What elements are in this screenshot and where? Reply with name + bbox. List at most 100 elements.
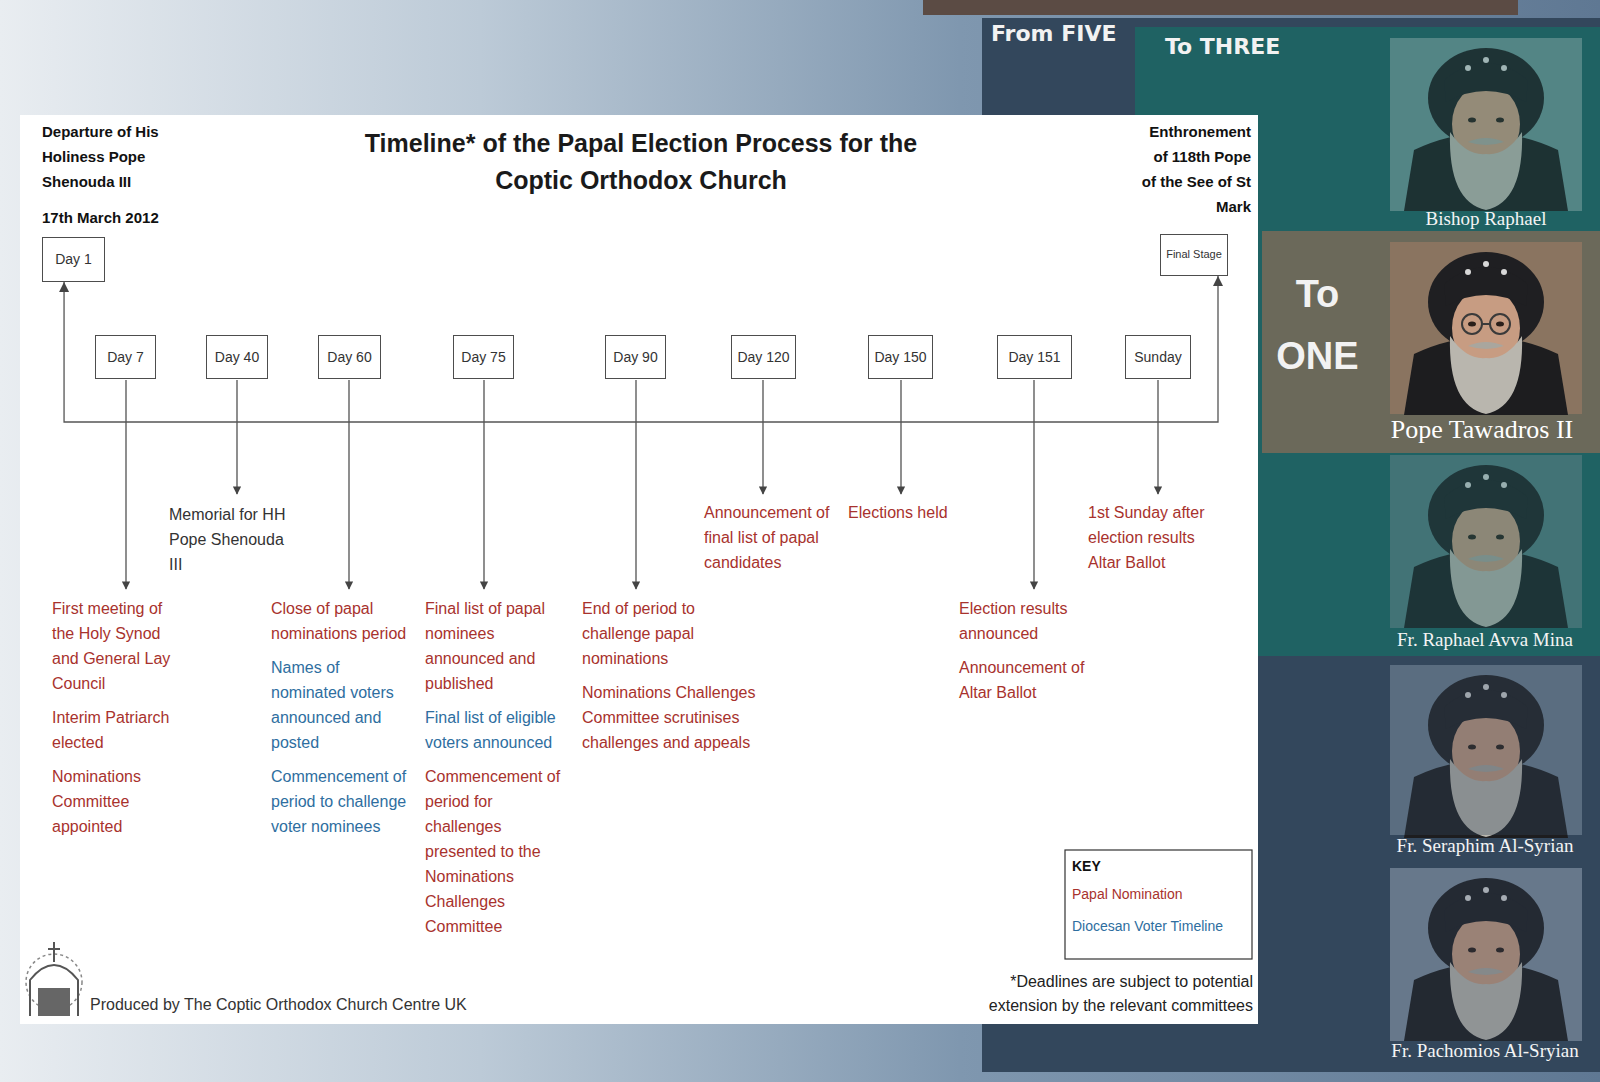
text-slot: From FIVE [991,20,1116,48]
art-rect [1390,38,1582,211]
art-line [483,380,484,589]
label-column: Close of papal nominations periodNames o… [271,596,409,839]
legend-row: Diocesan Voter Timeline [1072,916,1248,936]
date-label: 17th March 2012 [42,205,212,230]
text-slot: Pope Tawadros II [1368,415,1596,445]
art-circle [1490,314,1510,334]
photo-caption: Bishop Raphael [1426,208,1547,230]
art-rect [1390,38,1582,211]
portrait-photo [1390,38,1582,211]
label-column: End of period to challenge papal nominat… [582,596,760,755]
candidate-photo: Pope Tawadros II [1368,236,1596,450]
label-slot: Produced by The Coptic Orthodox Church C… [90,993,610,1017]
art-path [30,965,78,1016]
timeline-note: Commencement of period for challenges pr… [425,764,567,939]
photo-caption: Fr. Raphael Avva Mina [1397,629,1573,651]
leader-lines [126,380,1158,589]
portrait-photo [1390,868,1582,1041]
key-box [1065,850,1252,959]
candidate-photo: Fr. Raphael Avva Mina [1378,452,1592,652]
winner-band: To ONE Pope Tawadros II [1262,231,1600,453]
timeline-connector [59,276,1223,422]
panel-heading: To ONE [1270,263,1365,387]
photo-caption: Fr. Pachomios Al-Sryian [1391,1040,1578,1062]
photo-caption: Pope Tawadros II [1391,415,1574,445]
legend-text: Diocesan Voter Timeline [1072,916,1248,936]
timeline-note: Final list of eligible voters announced [425,705,567,755]
timeline-note: Elections held [848,500,968,525]
panel-heading: From FIVE [991,20,1116,48]
art-rect [1390,868,1582,1041]
arrow-head [1213,276,1223,286]
day-label: Day 120 [737,349,789,366]
timeline-note: Announcement of final list of papal cand… [704,500,840,575]
footnote: *Deadlines are subject to potential exte… [968,970,1253,1018]
timeline-note: Nominations Challenges Committee scrutin… [582,680,760,755]
art-rect [1390,665,1582,835]
winner-band-fill [1262,231,1600,453]
top-bar [923,0,1518,15]
day-box: Day 1 [42,237,105,282]
day-label: Final Stage [1166,248,1222,261]
label-column: Elections held [848,500,968,525]
art-line [236,380,237,494]
event-note: Departure of His Holiness Pope Shenouda … [42,119,182,194]
art-rect [1390,242,1582,414]
day-label: Day 1 [55,251,92,268]
text-slot: To THREE [1165,33,1280,61]
art-line [53,942,55,962]
day-box: Day 90 [605,335,666,379]
label-slot: *Deadlines are subject to potential exte… [968,970,1253,1018]
timeline-note: First meeting of the Holy Synod and Gene… [52,596,184,696]
art-use [1404,252,1568,415]
timeline-line [64,276,1218,422]
timeline-note: End of period to challenge papal nominat… [582,596,760,671]
legend-row: Papal Nomination [1072,884,1248,904]
candidate-photo: Fr. Seraphim Al-Syrian [1378,661,1592,859]
text-slot: Fr. Seraphim Al-Syrian [1378,835,1592,857]
day-label: Day 60 [327,349,371,366]
label-column: Announcement of final list of papal cand… [704,500,840,575]
shortlist-panel: To THREE Bishop Raphael To ONE Pope Tawadro… [1135,27,1600,656]
title-slot: Timeline* of the Papal Election Process … [351,125,931,199]
day-box: Day 151 [997,335,1072,379]
day-box: Day 60 [318,335,381,379]
day-box: Day 40 [206,335,268,379]
day-label: Day 151 [1008,349,1060,366]
day-label: Day 150 [874,349,926,366]
timeline-note: Interim Patriarch elected [52,705,184,755]
timeline-note: 1st Sunday after election results Altar … [1088,500,1218,575]
label-column: Memorial for HH Pope Shenouda III [169,502,301,577]
day-label: Day 7 [107,349,144,366]
day-box: Day 120 [731,335,796,379]
timeline-note: Nominations Committee appointed [52,764,184,839]
timeline-note: Close of papal nominations period [271,596,409,646]
text-slot: Bishop Raphael [1380,208,1592,230]
text-slot: Fr. Raphael Avva Mina [1378,629,1592,651]
art-rect [1390,455,1582,628]
arrow-head [59,282,69,292]
day-label: Sunday [1134,349,1181,366]
text-slot: To ONE [1270,263,1365,387]
timeline-note: Election results announced [959,596,1099,646]
timeline-note: Final list of papal nominees announced a… [425,596,567,696]
label-column: 1st Sunday after election results Altar … [1088,500,1218,575]
art-circle [1462,314,1482,334]
art-rect [1390,868,1582,1041]
text-slot: Fr. Pachomios Al-Sryian [1378,1040,1592,1062]
day-box: Final Stage [1160,234,1228,276]
chart-panel [20,115,1258,1024]
label-column: Final list of papal nominees announced a… [425,596,567,939]
art-line [48,948,60,950]
legend-text: Papal Nomination [1072,884,1248,904]
label-slot: KEY [1072,856,1192,876]
art-line [348,380,349,589]
legend-heading: KEY [1072,856,1192,876]
timeline-note: Announcement of Altar Ballot [959,655,1099,705]
art-rect [1390,665,1582,835]
day-box: Day 150 [868,335,933,379]
art-line [900,380,901,494]
portrait-photo [1390,242,1582,415]
church-logo [26,942,82,1016]
